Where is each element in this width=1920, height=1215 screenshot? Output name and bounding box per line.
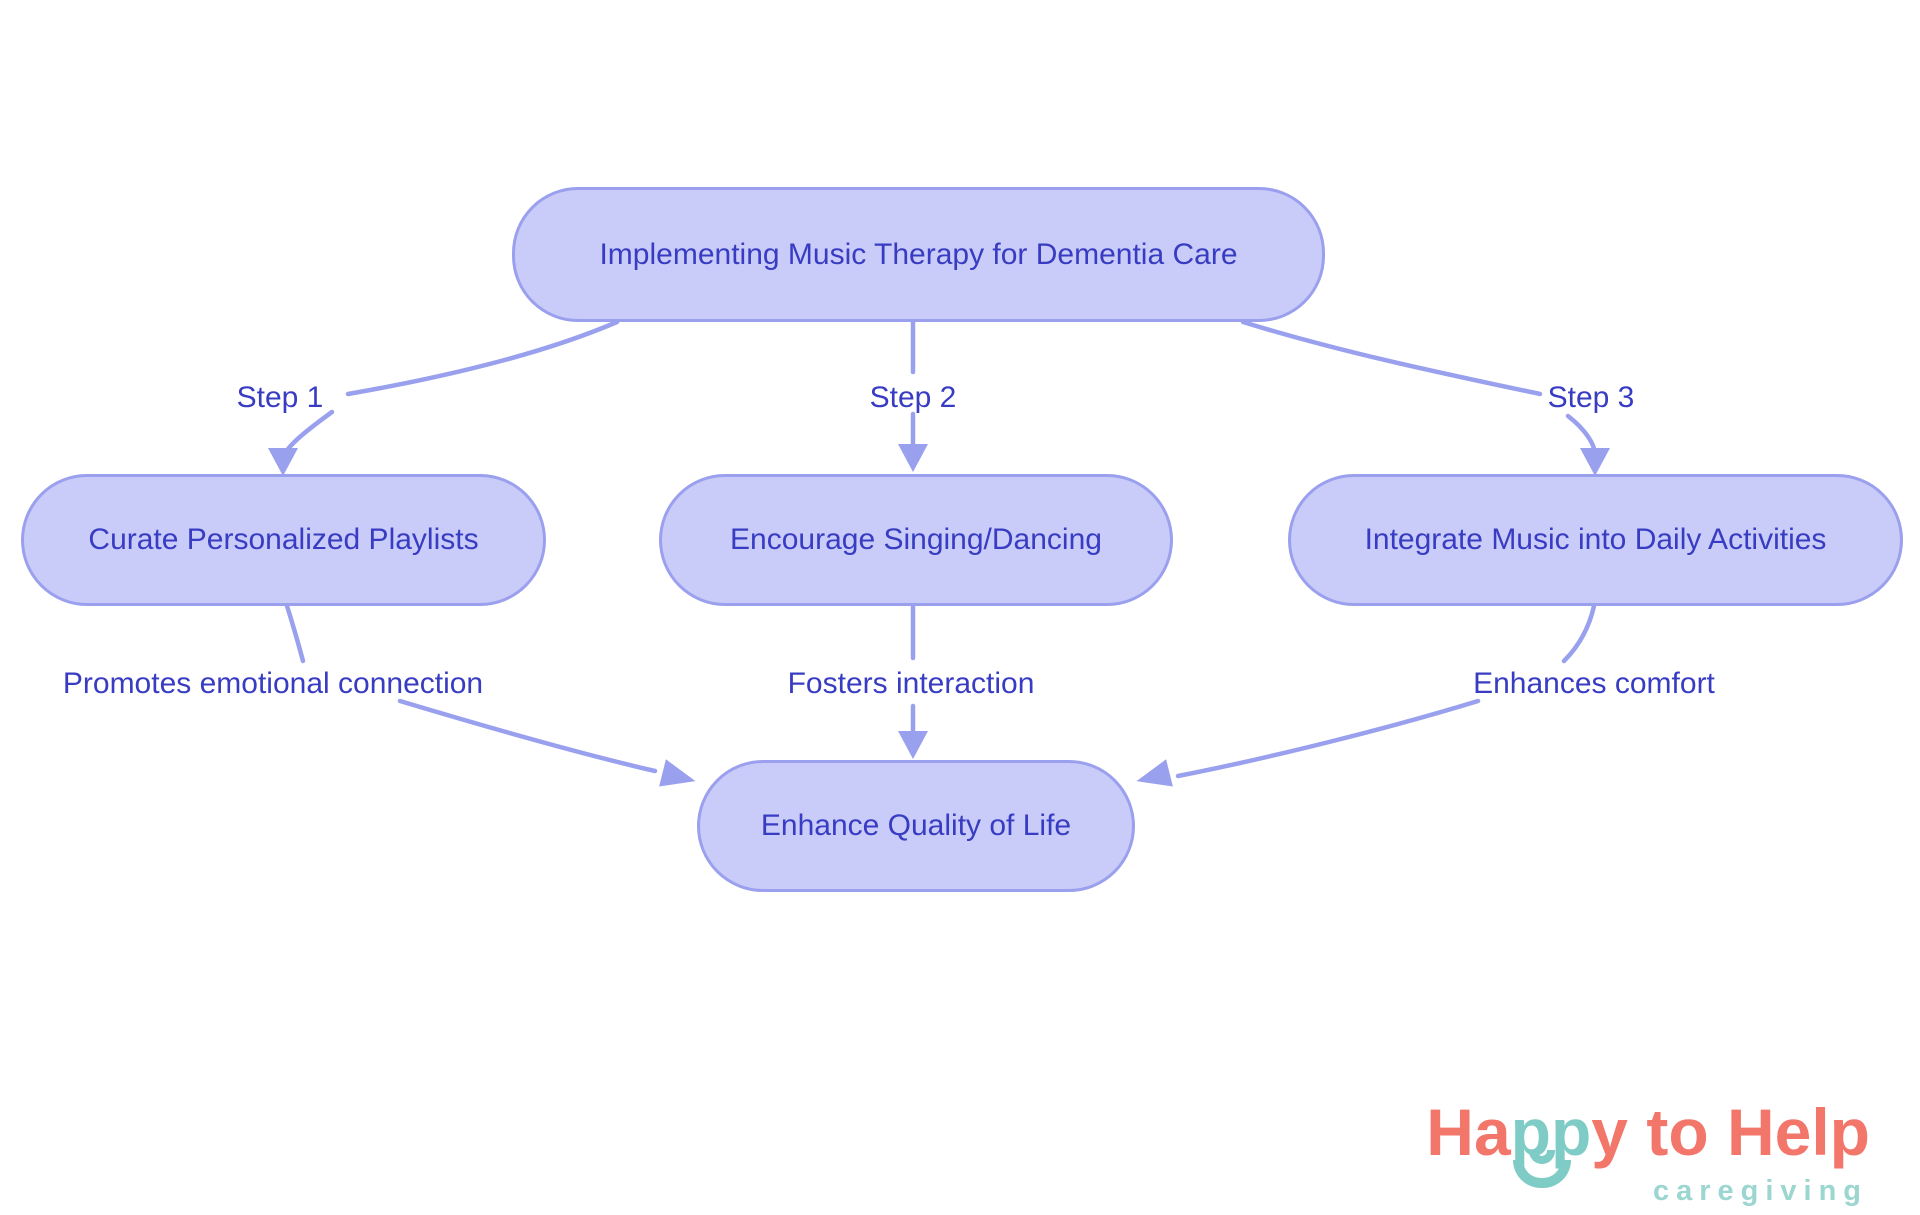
arrowhead-final-left — [659, 759, 696, 787]
edge-outcome3-to-final — [1175, 698, 1481, 779]
edge-outcome1-to-final — [397, 698, 658, 774]
edge-label-step-1: Step 1 — [236, 381, 324, 414]
logo-pp-smiley: pp — [1511, 1097, 1591, 1188]
edge-label-outcome-3: Enhances comfort — [1473, 667, 1715, 700]
logo-tagline: caregiving — [1652, 1175, 1868, 1208]
edge-node3-to-outcome3 — [1561, 603, 1597, 664]
node-root: Implementing Music Therapy for Dementia … — [512, 187, 1325, 322]
node-step-1: Curate Personalized Playlists — [21, 474, 546, 606]
edge-step1-to-node1 — [283, 409, 335, 455]
node-final: Enhance Quality of Life — [697, 760, 1135, 892]
node-step-3: Integrate Music into Daily Activities — [1288, 474, 1903, 606]
edge-label-outcome-2: Fosters interaction — [787, 667, 1035, 700]
edge-step3-to-node3 — [1565, 413, 1598, 456]
edge-label-outcome-1: Promotes emotional connection — [62, 667, 484, 700]
smile-icon — [1512, 1160, 1571, 1188]
edge-node1-to-outcome1 — [284, 603, 306, 664]
logo-text-part3: y to Help — [1591, 1095, 1870, 1169]
arrowhead-node2 — [898, 444, 928, 472]
edge-label-step-2: Step 2 — [869, 381, 957, 414]
node-step-2: Encourage Singing/Dancing — [659, 474, 1173, 606]
edge-root-to-step1 — [345, 319, 620, 397]
arrowhead-final-middle — [898, 731, 928, 759]
logo-text-part1: Ha — [1426, 1095, 1511, 1169]
edge-label-step-3: Step 3 — [1547, 381, 1635, 414]
arrowhead-node3 — [1580, 448, 1610, 476]
edge-root-to-step3 — [1240, 319, 1543, 397]
arrowhead-node1 — [268, 448, 298, 476]
arrowhead-final-right — [1136, 759, 1173, 787]
